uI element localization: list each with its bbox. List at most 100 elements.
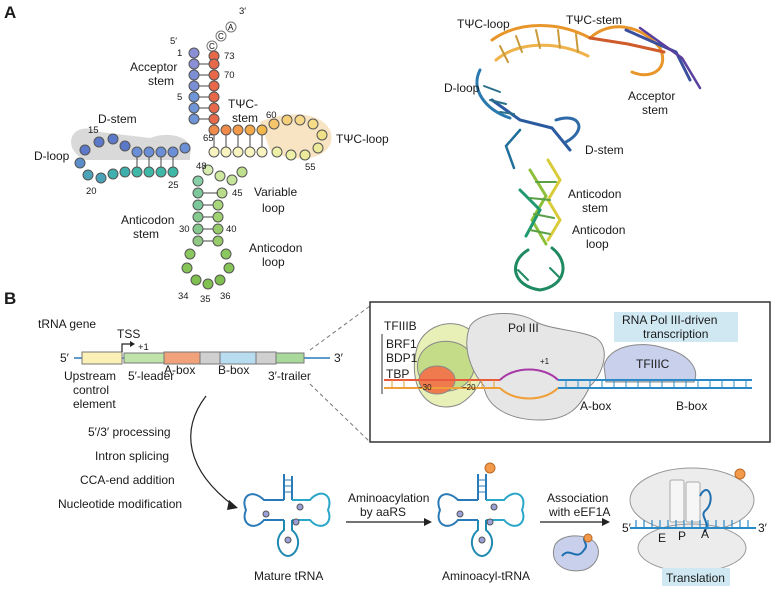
pol3-badge-l1: RNA Pol III-driven: [622, 313, 717, 327]
brf1-label: BRF1: [386, 337, 417, 351]
anticodon-loop-l2: loop: [262, 255, 285, 269]
trna-gene-title: tRNA gene: [38, 317, 96, 331]
a-box-label: A-box: [164, 363, 195, 377]
pol3-badge: [614, 312, 738, 342]
cca-3prime: 3′: [239, 6, 246, 17]
num-36: 36: [220, 291, 231, 302]
tfiiib-label: TFIIIB: [384, 319, 417, 333]
acceptor-stem-l2: stem: [148, 74, 174, 88]
bdp1-label: BDP1: [386, 351, 418, 365]
tss-arrow: [121, 343, 132, 352]
leader-box: [123, 352, 165, 364]
gene-three-prime: 3′: [334, 351, 344, 365]
num-70: 70: [224, 70, 235, 81]
site-e: E: [658, 531, 666, 545]
step-1: 5′/3′ processing: [88, 425, 171, 439]
processing-arrow: [190, 395, 235, 507]
variable-loop-l2: loop: [262, 201, 285, 215]
gene-map: [74, 341, 330, 365]
num-20: 20: [86, 186, 97, 197]
minus20-label: −20: [462, 383, 476, 392]
mature-trna-icon: [243, 474, 331, 558]
mature-trna-label: Mature tRNA: [254, 569, 323, 583]
tertiary-anticodon-loop-l1: Anticodon: [572, 223, 625, 237]
d-loop-label: D-loop: [34, 149, 70, 163]
minus30-label: −30: [418, 383, 432, 392]
pol3-label: Pol III: [508, 321, 539, 335]
num-15: 15: [88, 125, 99, 136]
site-a: A: [701, 527, 709, 541]
num-30: 30: [179, 224, 190, 235]
tertiary-d-stem: D-stem: [585, 143, 624, 157]
tertiary-anticodon-stem-l2: stem: [582, 201, 608, 215]
upstream-l3: element: [73, 397, 116, 411]
cca-c1: C: [209, 42, 215, 51]
trailer-label: 3′-trailer: [268, 369, 311, 383]
anticodon-loop-l1: Anticodon: [249, 241, 302, 255]
arrow-aminoacylation-head: [424, 518, 432, 526]
aminoacyl-trna-icon: [437, 462, 525, 558]
num-35: 35: [200, 294, 211, 305]
gene-segment: [199, 351, 221, 365]
num-25: 25: [168, 180, 179, 191]
tss-arrowhead: [130, 341, 135, 347]
mrna-three-prime: 3′: [758, 521, 768, 535]
association-l2: with eEF1A: [548, 505, 610, 519]
trailer-box: [275, 352, 305, 364]
num-1: 1: [177, 48, 182, 59]
tertiary-d-loop: D-loop: [444, 81, 480, 95]
acceptor-stem-l1: Acceptor: [130, 60, 177, 74]
panel-b-label: B: [4, 289, 16, 308]
anticodon-stem-l2: stem: [133, 227, 159, 241]
acceptor-stem-graphic: [188, 47, 220, 125]
anticodon-stem-l1: Anticodon: [121, 213, 174, 227]
inset-b-box: B-box: [676, 399, 707, 413]
tpc-stem-l1: TΨC-: [228, 97, 258, 111]
tertiary-anticodon-loop-l2: loop: [586, 237, 609, 251]
aminoacylation-l2: by aaRS: [360, 505, 406, 519]
eef1a-complex-icon: [552, 533, 599, 572]
translation-badge: [662, 568, 730, 586]
arrow-association-head: [602, 518, 610, 526]
num-55: 55: [305, 162, 316, 173]
cca-a: A: [228, 23, 234, 32]
plus-one-label: +1: [138, 342, 149, 353]
tertiary-anticodon-stem-l1: Anticodon: [568, 187, 621, 201]
d-arm-graphic: [71, 128, 191, 184]
num-65: 65: [203, 133, 214, 144]
cca-c2: C: [218, 32, 224, 41]
num-73: 73: [224, 51, 235, 62]
num-34: 34: [178, 291, 189, 302]
step-4: Nucleotide modification: [58, 497, 182, 511]
plus1-inset-label: +1: [540, 357, 550, 366]
num-45: 45: [232, 188, 243, 199]
translation-label: Translation: [666, 571, 725, 585]
num-40: 40: [226, 224, 237, 235]
association-l1: Association: [547, 491, 608, 505]
d-stem-label: D-stem: [98, 112, 137, 126]
num-60: 60: [266, 110, 277, 121]
aminoacyl-trna-label: Aminoacyl-tRNA: [442, 569, 530, 583]
panel-a-label: A: [4, 3, 16, 22]
tfiiic-shape: [603, 344, 696, 383]
step-2: Intron splicing: [95, 449, 169, 463]
aminoacylation-l1: Aminoacylation: [348, 491, 429, 505]
tpc-loop-label: TΨC-loop: [336, 132, 389, 146]
mrna-five-prime: 5′: [622, 521, 632, 535]
tfiiic-label: TFIIIC: [636, 357, 670, 371]
five-prime-a: 5′: [170, 36, 177, 47]
processing-arrowhead: [227, 500, 238, 510]
anticodon-arm-graphic: [181, 175, 235, 290]
ribosome-icon: [629, 467, 756, 573]
upstream-l2: control: [73, 383, 109, 397]
step-3: CCA-end addition: [80, 473, 175, 487]
tpc-stem-l2: stem: [232, 111, 258, 125]
tss-label: TSS: [117, 327, 140, 341]
upstream-l1: Upstream: [64, 369, 116, 383]
tertiary-tpc-stem: TΨC-stem: [566, 13, 622, 27]
tertiary-acceptor-l2: stem: [642, 103, 668, 117]
pol3-complex-graphic: [413, 312, 696, 421]
dna-duplex-inset: [384, 368, 752, 400]
tertiary-tpc-loop: TΨC-loop: [457, 17, 510, 31]
